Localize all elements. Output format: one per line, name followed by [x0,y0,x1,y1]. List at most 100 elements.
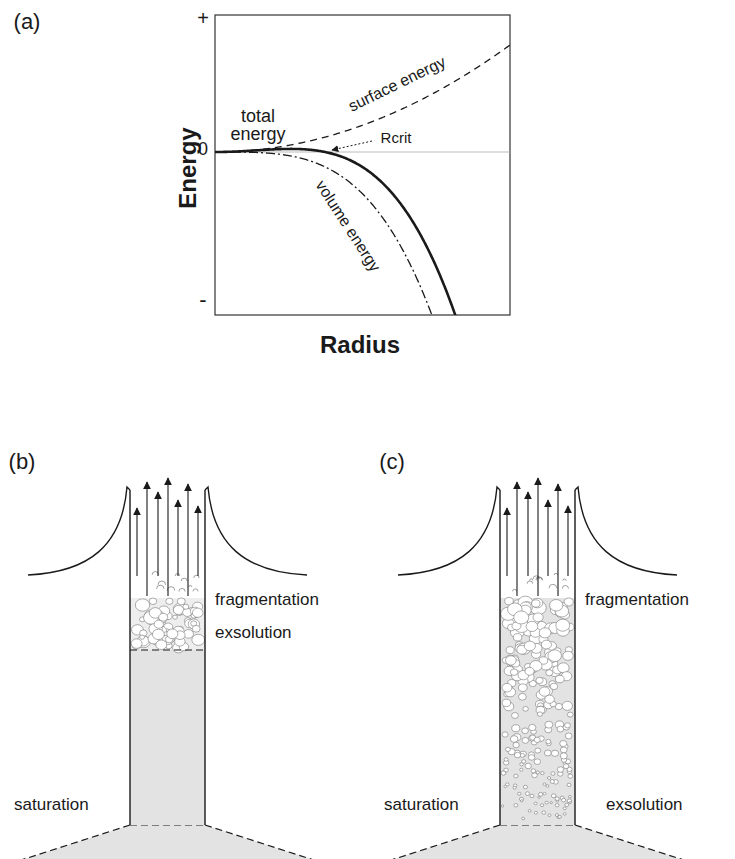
bubble [565,803,569,806]
bubble [563,813,566,816]
gas-arrow [516,482,517,596]
bubble [140,635,145,639]
bubble [510,669,517,676]
magma-chamber [15,825,320,859]
bubble [556,619,570,631]
bubble [501,805,503,807]
bubble [514,774,518,778]
bubble [522,728,529,734]
total-energy-curve [215,149,457,315]
bubble [536,771,539,774]
bubble [526,621,538,631]
bubble [514,611,529,624]
bubble [534,802,537,805]
bubble [524,641,535,651]
gas-arrow [527,492,528,576]
conduit-magma [130,598,205,825]
bubble [513,634,521,641]
bubble [173,605,183,614]
bubble [156,640,167,650]
text-label: (c) [379,450,405,474]
plot-frame [215,15,510,315]
bubble [555,804,559,807]
bubble [520,768,523,771]
bubble [522,760,526,764]
bubble [166,598,173,604]
ground-surface [575,487,677,575]
surface-energy-curve [215,45,510,152]
bubble [539,687,550,696]
bubble [506,656,517,665]
bubble [177,598,185,605]
bubble [159,613,168,621]
text-label: fragmentation [585,591,689,610]
bubble [543,792,546,795]
chamber-outline [385,825,690,859]
bubble [542,811,546,814]
bubble [567,783,571,786]
leader-arrow [332,141,372,150]
bubble [518,792,521,795]
gas-arrow [187,484,188,596]
bubble [502,699,510,706]
text-label: saturation [14,796,89,815]
gas-arrow [557,484,558,596]
gas-arrow [146,482,147,596]
bubble [545,695,554,703]
bubble [543,783,546,785]
bubble [522,737,529,743]
fragment [193,589,198,592]
bubble [563,764,569,769]
fragment [527,581,533,584]
gas-arrow [506,508,507,576]
bubble [545,801,548,804]
bubble [525,763,531,768]
fragment [181,578,187,581]
bubble [555,675,564,682]
bubble [538,792,542,796]
bubble [506,647,514,654]
bubble [530,794,534,797]
bubble [560,753,567,759]
bubble [551,750,558,756]
bubble [546,670,553,676]
bubble [510,736,518,743]
bubble [152,629,164,639]
bubble [540,804,543,807]
fragment [549,584,557,588]
chamber-outline [15,825,320,859]
bubble [550,600,563,612]
text-label: fragmentation [215,591,319,610]
fragment [179,588,185,591]
bubble [565,733,572,739]
bubble [560,747,567,753]
bubble [563,651,574,660]
bubble [502,683,512,692]
bubble [555,797,559,801]
bubble [192,608,203,617]
bubble [541,772,545,775]
bubble [518,684,527,692]
exsolution-level [130,649,205,650]
ground-surface [205,487,307,575]
gas-arrow [157,492,158,576]
fragment [554,573,557,575]
bubble [528,810,531,813]
bubble [512,725,520,732]
bubble [568,795,571,798]
bubble [167,629,178,639]
bubble [561,798,565,802]
bubble [534,759,540,765]
bubble [529,724,536,730]
bubble [502,732,508,737]
text-label: total energy [223,107,293,143]
text-label: + [197,7,209,29]
bubble [544,750,551,756]
bubble [567,712,573,717]
bubble [567,799,571,803]
fragment [513,589,517,591]
bubble [512,713,519,719]
bubble [557,767,563,773]
ground-surface [398,487,500,575]
